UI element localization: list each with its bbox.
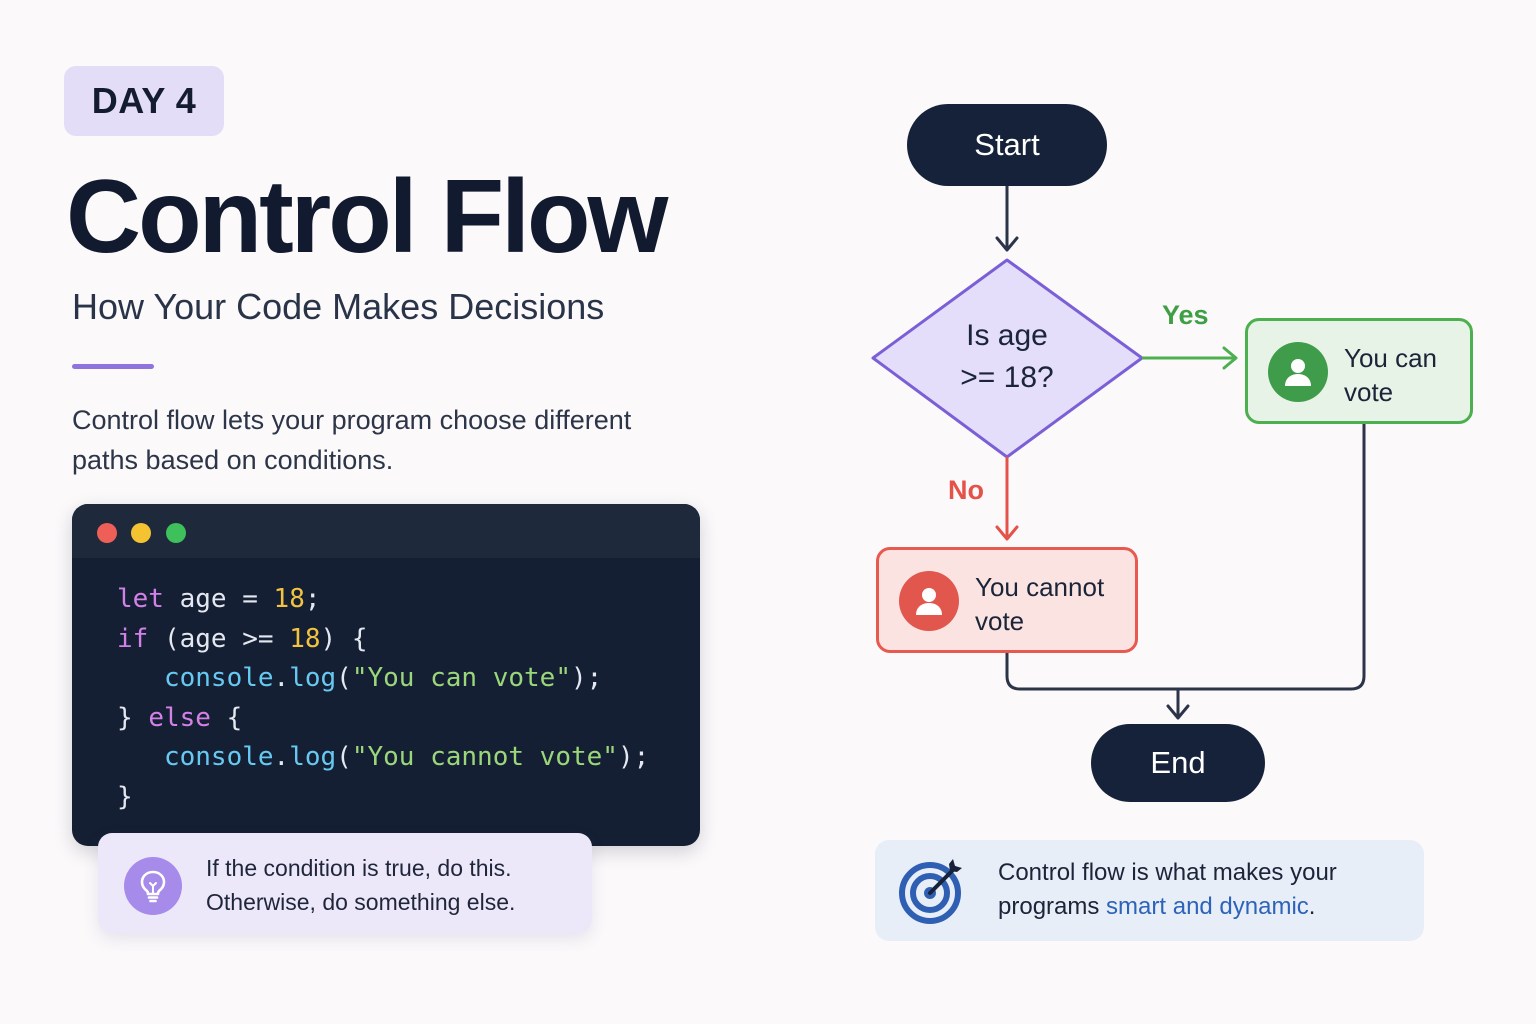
result-no-line-2: vote <box>975 606 1025 636</box>
code-token: } <box>117 781 133 812</box>
code-token: ); <box>617 742 650 772</box>
code-token: "You cannot vote" <box>351 742 618 772</box>
code-token: { <box>210 702 243 733</box>
tip-line-2: Otherwise, do something else. <box>206 889 516 915</box>
code-token: log <box>289 663 337 693</box>
code-line: if (age >= 18) { <box>117 620 649 660</box>
result-can-vote: You can vote <box>1245 318 1473 424</box>
arrowhead-end <box>1166 704 1190 720</box>
summary-highlight: smart and dynamic <box>1106 893 1309 920</box>
end-label: End <box>1150 745 1206 780</box>
tip-line-1: If the condition is true, do this. <box>206 855 512 881</box>
code-token: let <box>117 584 164 614</box>
code-token: 18 <box>273 584 305 614</box>
code-token: ; <box>304 584 321 614</box>
arrowhead-start-decision <box>995 236 1019 252</box>
result-no-line-1: You cannot <box>975 572 1105 602</box>
description: Control flow lets your program choose di… <box>72 405 632 475</box>
code-line: } else { <box>117 699 649 739</box>
start-label: Start <box>974 127 1040 162</box>
code-token: console <box>163 742 274 772</box>
code-token: . <box>273 742 290 772</box>
code-line: console.log("You cannot vote"); <box>117 738 649 778</box>
code-token: log <box>289 742 337 772</box>
yes-label: Yes <box>1162 300 1209 330</box>
code-block: let age = 18;if (age >= 18) { console.lo… <box>117 580 649 817</box>
decision-label: Is age >= 18? <box>940 314 1074 400</box>
code-window: let age = 18;if (age >= 18) { console.lo… <box>72 504 700 846</box>
edge-yes-end <box>1178 424 1366 691</box>
minimize-dot-icon <box>131 523 151 543</box>
no-label: No <box>948 475 984 505</box>
code-token: "You can vote" <box>351 663 571 693</box>
code-token: } <box>117 702 149 733</box>
code-token: else <box>148 702 211 733</box>
lightbulb-icon <box>124 857 182 915</box>
code-token: (age >= <box>148 623 290 654</box>
result-cannot-vote: You cannot vote <box>876 547 1138 653</box>
code-line: console.log("You can vote"); <box>117 659 649 699</box>
user-icon <box>899 571 959 631</box>
code-line: let age = 18; <box>117 580 649 620</box>
result-yes-line-1: You can <box>1344 343 1438 373</box>
result-yes-line-2: vote <box>1344 377 1394 407</box>
day-badge: DAY 4 <box>64 66 224 136</box>
code-token: ); <box>570 663 603 693</box>
summary-card: Control flow is what makes your programs… <box>875 840 1424 941</box>
arrowhead-no <box>995 525 1019 541</box>
close-dot-icon <box>97 523 117 543</box>
code-token: 18 <box>289 623 321 654</box>
code-token: ( <box>336 663 352 693</box>
end-node <box>1091 724 1265 802</box>
code-token: ( <box>336 742 352 772</box>
code-token: ) { <box>320 623 368 654</box>
page-title: Control Flow <box>66 159 668 275</box>
summary-text: Control flow is what makes your programs… <box>998 859 1337 920</box>
code-token: . <box>273 663 290 693</box>
code-token: age = <box>163 584 274 614</box>
accent-divider <box>72 364 154 369</box>
code-titlebar <box>72 504 700 558</box>
edge-no-end <box>1005 653 1178 691</box>
user-icon <box>1268 342 1328 402</box>
tip-card: If the condition is true, do this. Other… <box>98 833 592 933</box>
code-token: console <box>163 663 274 693</box>
page-subtitle: How Your Code Makes Decisions <box>72 286 605 327</box>
arrowhead-yes <box>1222 346 1238 370</box>
start-node <box>907 104 1107 186</box>
decision-line-2: >= 18? <box>960 361 1054 394</box>
code-line: } <box>117 778 649 818</box>
decision-line-1: Is age <box>966 319 1048 352</box>
maximize-dot-icon <box>166 523 186 543</box>
target-icon <box>899 859 962 924</box>
code-token: if <box>117 623 149 654</box>
